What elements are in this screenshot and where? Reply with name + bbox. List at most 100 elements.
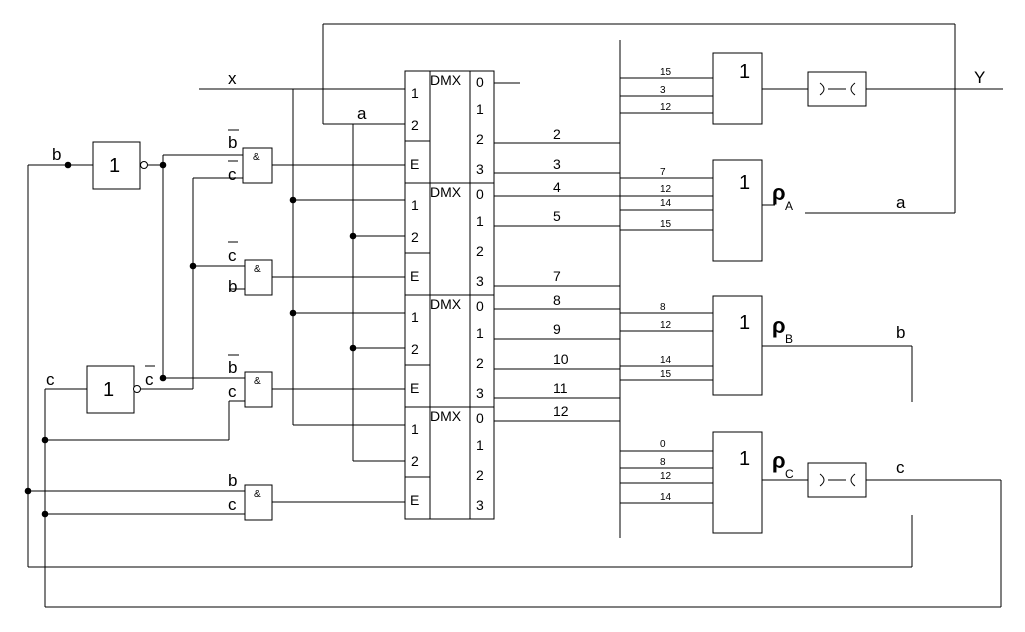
demux-3: DMX 1 2 E 0 1 2 3 (404, 294, 495, 408)
and-symbol: & (254, 376, 261, 387)
demux-title: DMX (430, 296, 462, 312)
bus-label: 7 (553, 268, 561, 284)
rho-a-symbol: ρ (772, 180, 786, 205)
demux-4: DMX 1 2 E 0 1 2 3 (404, 406, 495, 520)
demux-output-2: 2 (476, 467, 484, 483)
delay-element-y (807, 71, 867, 107)
or-input-label: 12 (660, 471, 672, 482)
y-output-label: Y (974, 68, 985, 87)
or-gate-a: 1 7 12 14 15 ρ A (660, 159, 793, 262)
demux-select-1: 1 (411, 309, 419, 325)
b-label: b (228, 277, 237, 296)
demux-2: DMX 1 2 E 0 1 2 3 (404, 182, 495, 296)
delay-element-c (807, 462, 867, 498)
rho-b-subscript: B (785, 332, 793, 346)
c-input-label: c (46, 370, 55, 389)
c-bar-label: c (228, 165, 237, 184)
or-input-label: 0 (660, 439, 666, 450)
demux-output-0: 0 (476, 410, 484, 426)
demux-output-2: 2 (476, 131, 484, 147)
inverter-b: 1 (92, 141, 148, 190)
bus-label: 2 (553, 126, 561, 142)
or-input-label: 3 (660, 85, 666, 96)
and-gate-1: & (242, 147, 273, 184)
inverter-label: 1 (109, 155, 120, 177)
demux-title: DMX (430, 72, 462, 88)
signal-labels: x a b c c Y a b c (46, 68, 985, 477)
or-input-label: 8 (660, 457, 666, 468)
or-input-label: 12 (660, 184, 672, 195)
or-input-label: 12 (660, 102, 672, 113)
demux-enable: E (410, 268, 419, 284)
or-input-label: 14 (660, 198, 672, 209)
and-symbol: & (253, 152, 260, 163)
rho-c-subscript: C (785, 467, 794, 481)
or-input-label: 14 (660, 355, 672, 366)
demux-output-2: 2 (476, 355, 484, 371)
or-input-label: 15 (660, 369, 672, 380)
or-input-label: 14 (660, 492, 672, 503)
demux-output-3: 3 (476, 497, 484, 513)
demux-title: DMX (430, 408, 462, 424)
or-input-label: 8 (660, 302, 666, 313)
wires (27, 23, 1003, 608)
demux-select-1: 1 (411, 85, 419, 101)
or-input-label: 15 (660, 219, 672, 230)
b-output-label: b (896, 323, 905, 342)
a-output-label: a (896, 193, 906, 212)
junction-dots (24, 161, 357, 518)
and-gate-labels: b c c b b c b c (228, 129, 239, 514)
or-input-label: 12 (660, 320, 672, 331)
c-label: c (228, 382, 237, 401)
or-gate-c: 1 0 8 12 14 ρ C (660, 431, 794, 534)
or-input-label: 15 (660, 67, 672, 78)
demux-title: DMX (430, 184, 462, 200)
demux-enable: E (410, 492, 419, 508)
c-bar-label: c (228, 246, 237, 265)
a-label: a (357, 104, 367, 123)
x-label: x (228, 69, 237, 88)
b-bar-label: b (228, 358, 237, 377)
inverter-c: 1 (86, 365, 141, 414)
and-gate-4: & (244, 484, 273, 521)
demux-select-2: 2 (411, 229, 419, 245)
demux-select-2: 2 (411, 117, 419, 133)
rho-a-subscript: A (785, 199, 793, 213)
demux-output-1: 1 (476, 213, 484, 229)
demux-select-2: 2 (411, 453, 419, 469)
demux-enable: E (410, 156, 419, 172)
bus-label: 9 (553, 321, 561, 337)
demux-output-3: 3 (476, 273, 484, 289)
bus-label: 8 (553, 292, 561, 308)
or-gate-label: 1 (739, 448, 750, 470)
demux-output-1: 1 (476, 325, 484, 341)
bus-label: 11 (553, 380, 568, 396)
bus-label: 4 (553, 179, 561, 195)
demux-enable: E (410, 380, 419, 396)
bus-labels: 2 3 4 5 7 8 9 10 11 12 (553, 126, 569, 419)
demux-output-1: 1 (476, 101, 484, 117)
demux-1: DMX 1 2 E 0 1 2 3 (404, 70, 495, 184)
rho-c-symbol: ρ (772, 448, 786, 473)
bus-label: 10 (553, 351, 569, 367)
demux-output-2: 2 (476, 243, 484, 259)
bus-label: 5 (553, 208, 561, 224)
demux-select-2: 2 (411, 341, 419, 357)
c-bar-output-label: c (145, 370, 154, 389)
and-symbol: & (254, 489, 261, 500)
c-output-label: c (896, 458, 905, 477)
demux-select-1: 1 (411, 421, 419, 437)
demux-output-0: 0 (476, 74, 484, 90)
and-gate-3: & (244, 371, 273, 408)
or-gate-label: 1 (739, 172, 750, 194)
demux-output-1: 1 (476, 437, 484, 453)
and-gate-2: & (244, 259, 273, 296)
bus-label: 3 (553, 156, 561, 172)
demux-select-1: 1 (411, 197, 419, 213)
demux-output-3: 3 (476, 385, 484, 401)
inverter-label: 1 (103, 379, 114, 401)
demux-output-0: 0 (476, 298, 484, 314)
or-gate-b: 1 8 12 14 15 ρ B (660, 295, 793, 396)
b-bar-label: b (228, 133, 237, 152)
